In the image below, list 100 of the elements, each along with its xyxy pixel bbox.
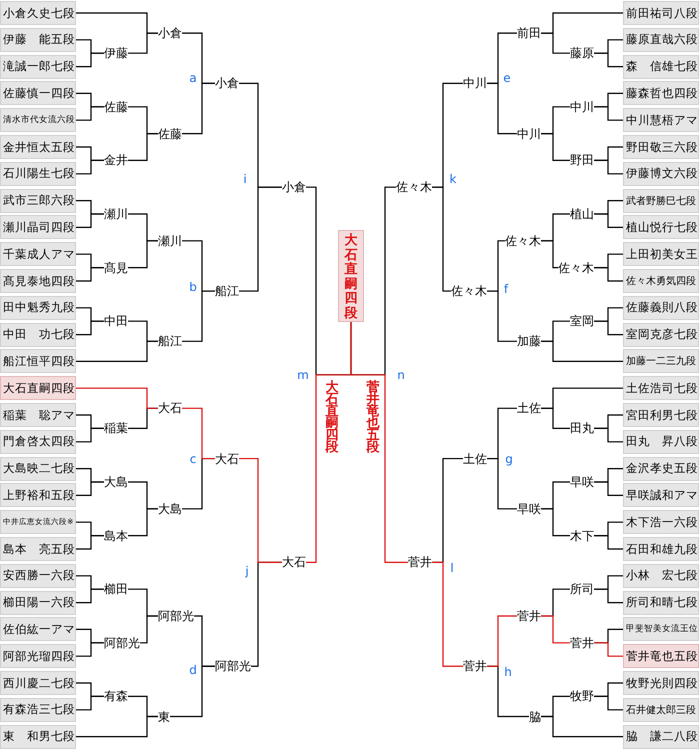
bracket-line — [239, 186, 282, 292]
winner-name: 中川 — [463, 75, 487, 92]
player-name-box: 東 和男七段 — [0, 724, 76, 749]
winner-name: 脇 — [529, 708, 541, 724]
bracket-line — [76, 340, 158, 362]
player-name-box: 上田初美女王 — [623, 242, 699, 266]
player-name-box: 有森浩三七段 — [0, 698, 76, 722]
winner-name: 大島 — [158, 500, 182, 517]
player-name-box: 石井健太郎三段 — [623, 698, 699, 722]
player-name-box: 石田和雄九段 — [623, 537, 699, 561]
bracket-line — [594, 642, 623, 657]
player-name-box: 甲斐智美女流王位 — [623, 617, 699, 642]
player-name-box: 佐藤慎一四段 — [0, 81, 76, 106]
player-name-box: 野田敬三六段 — [623, 135, 699, 159]
player-name-box: 門倉啓太四段 — [0, 430, 76, 454]
winner-name: 阿部光 — [104, 634, 140, 651]
player-name-box: 小林 宏七段 — [623, 564, 699, 588]
player-name-box: 佐伯紘一アマ — [0, 617, 76, 642]
bracket-line — [594, 696, 623, 710]
player-name-box: 早咲誠和アマ — [623, 483, 699, 508]
player-name-box: 田中魁秀九段 — [0, 296, 76, 320]
winner-name: 早咲 — [517, 500, 541, 517]
winner-name: 小倉 — [158, 25, 182, 42]
player-name-box: 安西勝一六段 — [0, 564, 76, 588]
bracket-line — [76, 267, 104, 282]
bracket-line — [541, 508, 570, 536]
match-letter: a — [189, 71, 197, 85]
player-name-box: 櫛田陽一六段 — [0, 590, 76, 615]
match-letter: c — [190, 452, 196, 466]
player-name-box: 滝誠一郎七段 — [0, 54, 76, 79]
player-name-box: 阿部光瑠四段 — [0, 644, 76, 668]
winner-name: 小倉 — [282, 179, 306, 196]
winner-name: 菅井 — [570, 634, 594, 651]
bracket-line — [76, 696, 104, 710]
winner-name: 木下 — [570, 528, 594, 544]
bracket-line — [594, 52, 623, 68]
winner-name: 佐々木 — [396, 179, 432, 196]
bracket-line — [432, 186, 451, 292]
match-letter: e — [503, 71, 511, 85]
player-name-box: 島本 亮五段 — [0, 537, 76, 561]
player-name-box: 伊藤博文六段 — [623, 162, 699, 186]
player-name-box: 藤原直哉六段 — [623, 28, 699, 52]
bracket-line — [487, 82, 517, 134]
winner-name: 櫛田 — [104, 581, 128, 598]
bracket-line — [594, 428, 623, 442]
winner-name: 阿部光 — [215, 658, 251, 674]
winner-name: 加藤 — [517, 333, 541, 350]
player-name-box: 所司和晴七段 — [623, 590, 699, 615]
winner-name: 土佐 — [517, 400, 541, 416]
bracket-line — [541, 32, 570, 54]
player-name-box: 金井恒太五段 — [0, 135, 76, 159]
bracket-line — [76, 716, 158, 738]
match-letter: j — [245, 564, 249, 578]
winner-name: 植山 — [570, 206, 594, 222]
bracket-line — [594, 588, 623, 604]
bracket-line — [128, 240, 158, 268]
player-name-box: 前田祐司八段 — [623, 1, 699, 25]
player-name-box: 金沢孝史五段 — [623, 456, 699, 481]
match-letter: h — [504, 665, 512, 679]
winner-name: 金井 — [104, 152, 128, 168]
winner-name: 佐藤 — [158, 126, 182, 142]
winner-name: 野田 — [570, 152, 594, 168]
winner-name: 佐々木 — [558, 260, 594, 276]
match-letter: b — [189, 280, 197, 294]
finalist-name: 菅井竜也五段 — [366, 382, 380, 454]
winner-name: 東 — [158, 708, 170, 724]
winner-name: 佐藤 — [104, 98, 128, 115]
winner-name: 有森 — [104, 688, 128, 704]
player-name-box: 大石直嗣四段 — [0, 376, 76, 400]
winner-name: 中川 — [570, 98, 594, 115]
player-name-box: 佐藤義則八段 — [623, 296, 699, 320]
winner-name: 田丸 — [570, 420, 594, 436]
bracket-line — [594, 213, 623, 228]
player-name-box: 船江恒平四段 — [0, 349, 76, 374]
bracket-line — [541, 340, 623, 362]
player-name-box: 西川慶二七段 — [0, 671, 76, 695]
bracket-line — [541, 240, 558, 268]
bracket-line — [76, 428, 104, 442]
winner-name: 大島 — [104, 474, 128, 490]
player-name-box: 藤森哲也四段 — [623, 81, 699, 106]
bracket-line — [182, 408, 215, 460]
bracket-line — [594, 535, 623, 550]
bracket-line — [76, 481, 104, 496]
player-name-box: 田丸 昇八段 — [623, 430, 699, 454]
winner-name: 土佐 — [463, 450, 487, 467]
winner-name: 中田 — [104, 313, 128, 330]
player-name-box: 中田 功七段 — [0, 322, 76, 347]
winner-name: 伊藤 — [104, 45, 128, 62]
bracket-line — [76, 106, 104, 121]
winner-name: 島本 — [104, 528, 128, 544]
bracket-line — [76, 320, 104, 336]
bracket-line — [76, 588, 104, 604]
winner-name: 早咲 — [570, 474, 594, 490]
bracket-line — [76, 535, 104, 550]
match-letter: n — [397, 368, 405, 382]
bracket-line — [487, 458, 517, 510]
bracket-line — [140, 615, 158, 644]
player-name-box: 小倉久史七段 — [0, 1, 76, 25]
bracket-line — [76, 213, 104, 228]
winner-name: 瀬川 — [158, 232, 182, 249]
